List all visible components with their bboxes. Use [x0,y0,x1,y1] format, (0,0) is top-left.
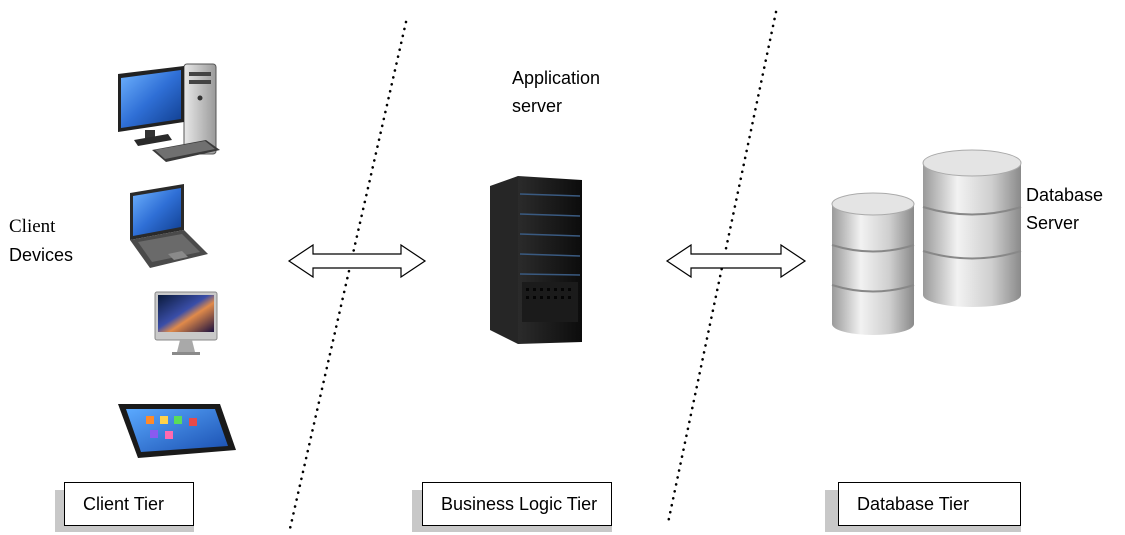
divider-client-business [287,20,408,535]
app-label-line2: server [512,96,563,116]
client-devices-label: Client Devices [9,213,73,269]
client-tier-box: Client Tier [64,482,194,526]
application-server-label: Application server [512,64,600,120]
db-label-line2: Server [1026,213,1080,233]
db-cylinder-front [831,192,915,335]
database-tier-label: Database Tier [857,493,970,514]
database-server-label: Database Server [1026,181,1103,237]
client-label-line2: Devices [9,245,74,265]
db-label-line1: Database [1026,185,1104,205]
business-tier-label: Business Logic Tier [441,493,598,514]
app-label-line1: Application [512,68,601,88]
arrow-client-business [287,243,427,279]
database-tier-box: Database Tier [838,482,1021,526]
business-tier-box: Business Logic Tier [422,482,612,526]
client-label-line1: Client [9,216,56,237]
db-cylinder-back [922,149,1022,307]
arrow-business-database [665,243,807,279]
client-tier-label: Client Tier [83,493,165,514]
